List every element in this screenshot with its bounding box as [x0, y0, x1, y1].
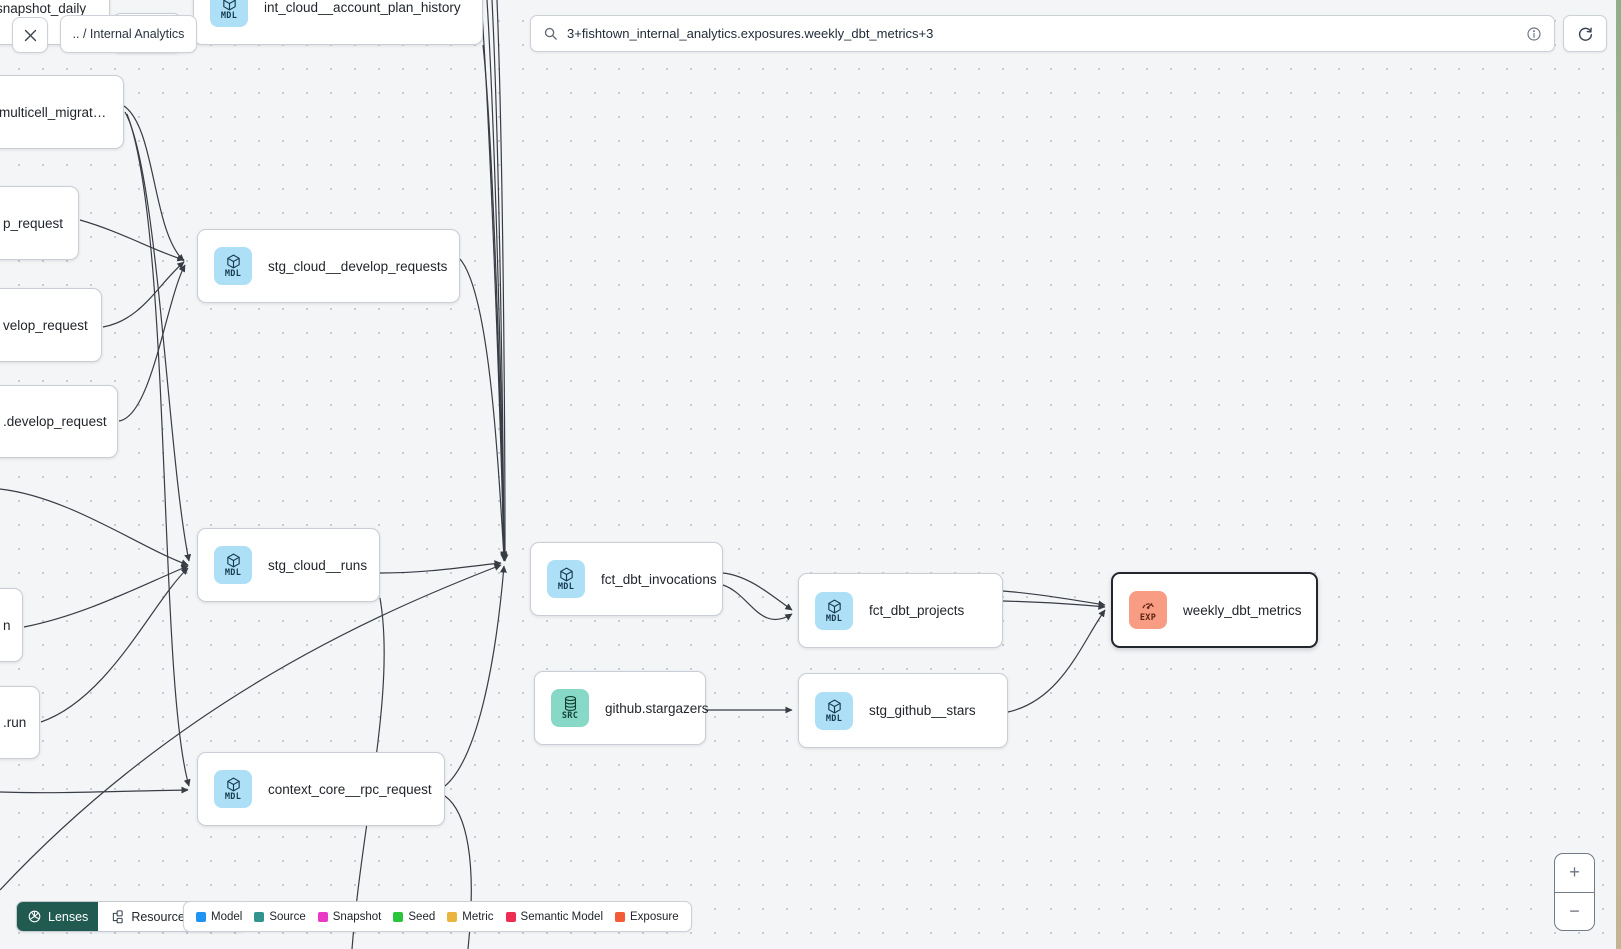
- graph-node-weekly_dbt_metrics[interactable]: EXP weekly_dbt_metrics: [1111, 572, 1318, 648]
- graph-node-stg_cloud__develop_requests[interactable]: MDL stg_cloud__develop_requests: [197, 229, 460, 303]
- lineage-edge: [79, 219, 185, 262]
- graph-node-fct_dbt_invocations[interactable]: MDL fct_dbt_invocations: [530, 542, 723, 616]
- resource-type-legend: Model Source Snapshot Seed Metric Semantic Mo…: [183, 901, 692, 932]
- node-label: n: [3, 617, 11, 633]
- legend-item-snapshot: Snapshot: [317, 911, 381, 923]
- model-badge-icon: MDL: [210, 0, 248, 27]
- model-badge-icon: MDL: [815, 591, 853, 630]
- node-label: velop_request: [3, 317, 88, 333]
- lenses-button[interactable]: Lenses: [17, 902, 99, 931]
- node-label: .run: [3, 715, 27, 730]
- lineage-edge: [102, 261, 185, 328]
- search-bar[interactable]: [530, 15, 1555, 52]
- node-label: stg_github__stars: [869, 703, 976, 718]
- refresh-button[interactable]: [1563, 15, 1607, 52]
- graph-node-velop_request[interactable]: MDLvelop_request: [0, 288, 102, 362]
- graph-node-github.stargazers[interactable]: SRC github.stargazers: [534, 671, 709, 745]
- lineage-edge: [0, 786, 189, 794]
- node-label: fct_dbt_projects: [869, 603, 965, 618]
- legend-item-seed: Seed: [393, 911, 435, 923]
- legend-item-semantic-model: Semantic Model: [505, 911, 603, 923]
- close-button[interactable]: [12, 17, 48, 53]
- node-label: fct_dbt_invocations: [601, 571, 717, 587]
- lineage-edge: [0, 564, 502, 891]
- zoom-controls: + −: [1554, 853, 1595, 931]
- lineage-edge: [0, 488, 189, 567]
- lineage-edge: [118, 264, 186, 422]
- lineage-edge: [1002, 600, 1106, 610]
- model-badge-icon: MDL: [547, 560, 585, 598]
- breadcrumb[interactable]: .. / Internal Analytics: [60, 15, 197, 53]
- graph-node-context_core__rpc_request[interactable]: MDL context_core__rpc_request: [197, 752, 445, 826]
- lenses-icon: [28, 910, 41, 923]
- model-badge-icon: MDL: [214, 770, 252, 808]
- lineage-edge: [23, 565, 189, 628]
- lineage-edge: [123, 105, 185, 262]
- model-badge-icon: MDL: [214, 546, 252, 584]
- legend-item-exposure: Exposure: [615, 911, 679, 923]
- node-label: .develop_request: [3, 414, 107, 429]
- lineage-edge: [126, 113, 191, 787]
- source-badge-icon: SRC: [551, 689, 589, 727]
- lineage-edge: [1002, 590, 1106, 608]
- node-label: int_cloud__account_plan_history: [264, 0, 461, 15]
- close-icon: [24, 29, 36, 41]
- hierarchy-icon: [113, 910, 123, 924]
- lineage-edge: [124, 111, 192, 562]
- lineage-edge: [722, 572, 793, 611]
- search-icon: [544, 27, 557, 40]
- lineage-edge: [459, 258, 508, 559]
- lineage-edge: [722, 584, 793, 621]
- legend-swatch: [615, 911, 626, 922]
- lineage-edge: [379, 560, 502, 574]
- node-label: stg_cloud__runs: [268, 557, 368, 573]
- legend-item-model: Model: [196, 911, 242, 923]
- node-label: github.stargazers: [605, 700, 709, 716]
- node-label: weekly_dbt_metrics: [1183, 602, 1302, 618]
- lineage-edge: [40, 567, 189, 723]
- graph-node-fct_dbt_projects[interactable]: MDL fct_dbt_projects: [798, 573, 1003, 648]
- graph-node-.develop_request[interactable]: MDL.develop_request: [0, 385, 118, 458]
- graph-node-n[interactable]: MDLn: [0, 588, 23, 662]
- lineage-edge: [482, 44, 508, 561]
- model-badge-icon: MDL: [214, 247, 252, 285]
- legend-swatch: [317, 911, 328, 922]
- window-edge-strip: [1616, 0, 1621, 949]
- graph-node-p_request[interactable]: MDLp_request: [0, 186, 79, 260]
- lineage-edge: [496, 0, 509, 562]
- graph-node-int_cloud__account_plan_history[interactable]: MDL int_cloud__account_plan_history: [193, 0, 483, 45]
- zoom-in-button[interactable]: +: [1555, 854, 1594, 893]
- node-label: stg_cloud__develop_requests: [268, 258, 448, 274]
- legend-item-source: Source: [254, 911, 306, 923]
- graph-node-stg_github__stars[interactable]: MDL stg_github__stars: [798, 673, 1008, 748]
- legend-item-metric: Metric: [447, 911, 494, 923]
- legend-swatch: [196, 911, 206, 922]
- legend-swatch: [505, 911, 516, 922]
- lineage-edge: [444, 565, 507, 787]
- model-badge-icon: MDL: [815, 691, 853, 730]
- graph-node-.run[interactable]: MDL.run: [0, 686, 40, 759]
- node-label: multicell_migrat…: [0, 104, 107, 120]
- legend-swatch: [447, 911, 458, 922]
- graph-node-stg_cloud__runs[interactable]: MDL stg_cloud__runs: [197, 528, 380, 602]
- node-label: snapshot_daily: [0, 1, 87, 16]
- legend-swatch: [393, 911, 404, 922]
- node-label: context_core__rpc_request: [268, 781, 432, 797]
- lineage-edge: [1007, 609, 1106, 713]
- refresh-icon: [1578, 27, 1592, 41]
- exposure-badge-icon: EXP: [1129, 591, 1167, 629]
- lenses-label: Lenses: [48, 909, 89, 924]
- info-icon[interactable]: [1526, 26, 1542, 42]
- graph-node-multicell_migrat-[interactable]: MDLmulticell_migrat…: [0, 75, 124, 149]
- node-label: p_request: [3, 215, 64, 231]
- legend-swatch: [254, 911, 265, 922]
- search-input[interactable]: [567, 26, 1517, 41]
- zoom-out-button[interactable]: −: [1569, 900, 1580, 921]
- lineage-edge: [491, 0, 508, 562]
